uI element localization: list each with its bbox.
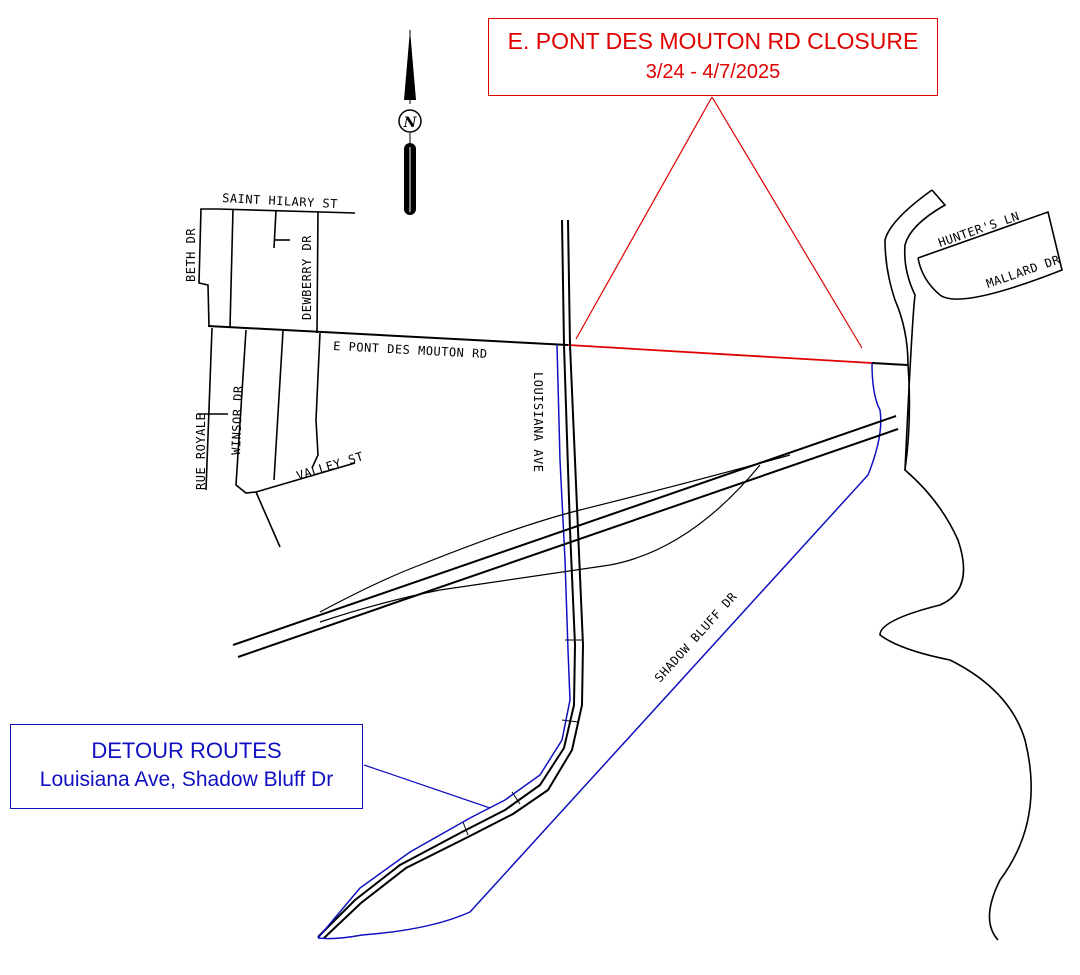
beth-dr bbox=[198, 208, 218, 328]
pont-des-mouton-closed-section bbox=[567, 344, 873, 364]
label-rue-royale: RUE ROYALE bbox=[194, 413, 208, 490]
closure-title: E. PONT DES MOUTON RD CLOSURE bbox=[507, 28, 919, 54]
pont-des-mouton-open bbox=[207, 325, 569, 346]
winsor-dr bbox=[235, 329, 257, 494]
saint-hilary-st bbox=[217, 208, 356, 214]
north-letter: N bbox=[403, 115, 418, 131]
label-mallard-dr: MALLARD DR bbox=[984, 252, 1062, 290]
detour-title: DETOUR ROUTES bbox=[91, 738, 282, 763]
label-valley-st: VALLEY ST bbox=[295, 449, 366, 483]
label-dewberry-dr: DEWBERRY DR bbox=[300, 235, 314, 320]
label-louisiana-ave: LOUISIANA AVE bbox=[531, 372, 545, 472]
closure-dates: 3/24 - 4/7/2025 bbox=[645, 61, 781, 83]
label-beth-dr: BETH DR bbox=[184, 228, 198, 282]
label-winsor-dr: WINSOR DR bbox=[229, 385, 245, 455]
valley-st bbox=[255, 462, 356, 493]
closure-leader-lines bbox=[575, 96, 863, 349]
railroad-tracks bbox=[232, 415, 899, 658]
closure-callout: E. PONT DES MOUTON RD CLOSURE 3/24 - 4/7… bbox=[488, 18, 938, 96]
east-road bbox=[879, 189, 1032, 941]
north-arrow-icon: N bbox=[398, 30, 422, 215]
detour-callout: DETOUR ROUTES Louisiana Ave, Shadow Bluf… bbox=[10, 724, 363, 809]
detour-shadow-bluff-dr bbox=[317, 362, 882, 940]
label-shadow-bluff-dr: SHADOW BLUFF DR bbox=[652, 589, 740, 685]
west-neighborhood-streets bbox=[197, 208, 356, 548]
track-connectors bbox=[319, 454, 791, 623]
rue-royale bbox=[205, 327, 213, 491]
dewberry-dr bbox=[316, 211, 319, 334]
label-pont-des-mouton-rd: E PONT DES MOUTON RD bbox=[333, 339, 488, 361]
detour-leader-line bbox=[363, 764, 491, 809]
label-hunters-ln: HUNTER'S LN bbox=[936, 209, 1021, 250]
label-saint-hilary-st: SAINT HILARY ST bbox=[222, 191, 338, 211]
pont-des-mouton-east-end bbox=[871, 362, 909, 366]
louisiana-ave-road bbox=[317, 219, 585, 939]
detour-routes: Louisiana Ave, Shadow Bluff Dr bbox=[39, 768, 334, 791]
hunters-mallard-loop bbox=[917, 210, 1063, 300]
